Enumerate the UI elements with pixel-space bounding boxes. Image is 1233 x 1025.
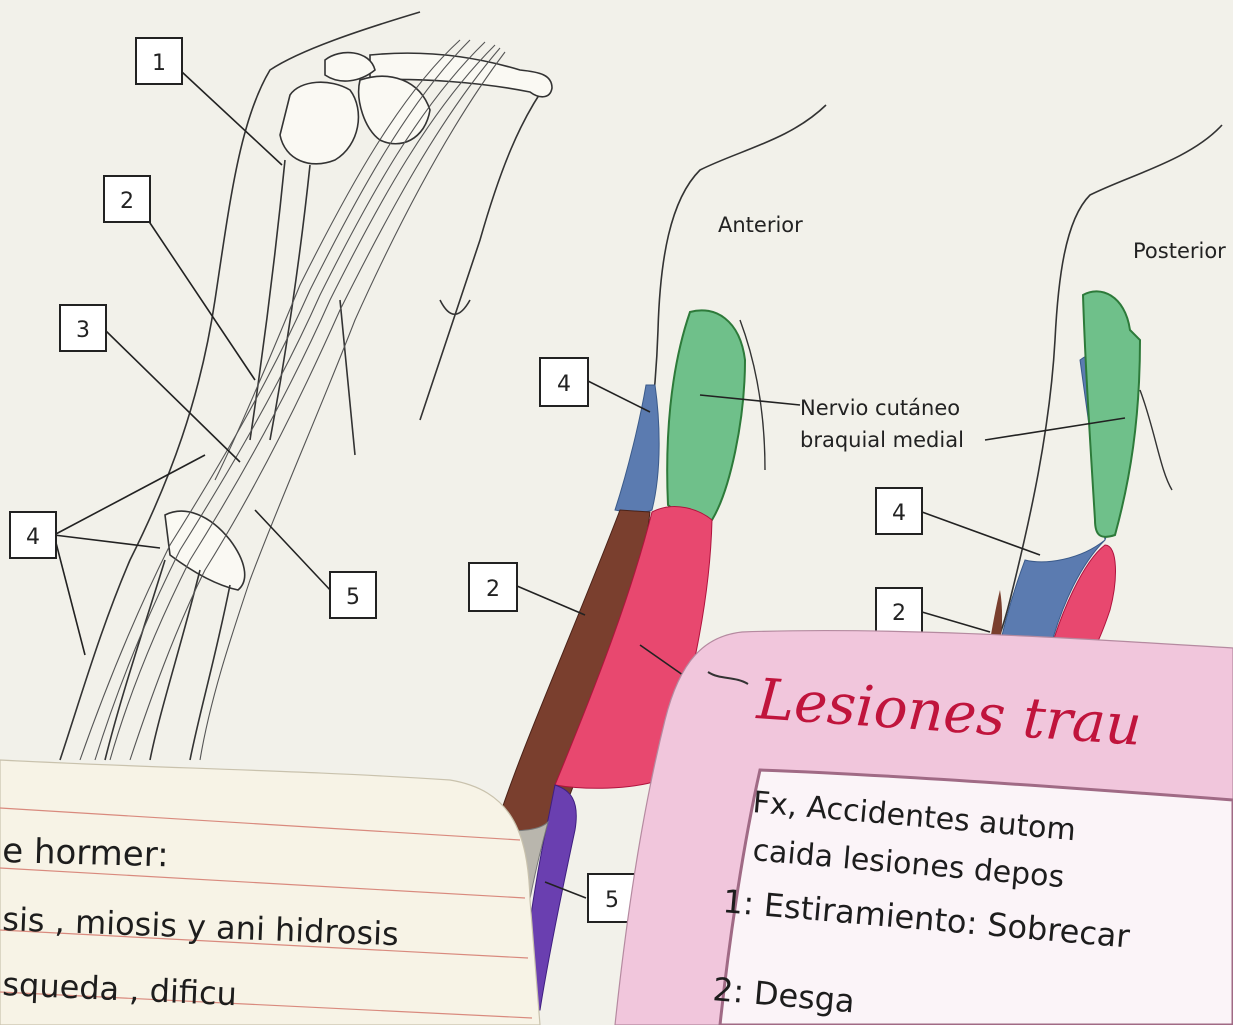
svg-text:3: 3	[76, 318, 90, 343]
label-box-2-posterior: 2	[876, 588, 922, 634]
label-box-4-posterior: 4	[876, 488, 922, 534]
note-line-1: e hormer:	[2, 831, 169, 875]
svg-text:5: 5	[605, 888, 619, 913]
svg-text:4: 4	[557, 372, 571, 397]
svg-text:2: 2	[486, 577, 500, 602]
posterior-label: Posterior	[1133, 239, 1226, 263]
label-box-4: 4	[10, 512, 56, 558]
label-box-2-anterior: 2	[469, 563, 517, 611]
svg-text:2: 2	[120, 189, 134, 214]
label-box-4-anterior: 4	[540, 358, 588, 406]
nerve-label-line2: braquial medial	[800, 428, 964, 452]
svg-text:4: 4	[892, 501, 906, 526]
label-box-5: 5	[330, 572, 376, 618]
label-box-3: 3	[60, 305, 106, 351]
label-box-1: 1	[136, 38, 182, 84]
svg-text:1: 1	[152, 51, 166, 76]
arm-nerve-illustration	[54, 12, 552, 760]
note-card-horner: e hormer: sis , miosis y ani hidrosis sq…	[0, 760, 540, 1025]
nerve-label-line1: Nervio cutáneo	[800, 396, 960, 420]
note-card-lesiones: Lesiones trau Fx, Accidentes autom caida…	[615, 631, 1233, 1025]
svg-text:2: 2	[892, 601, 906, 626]
svg-text:5: 5	[346, 585, 360, 610]
label-box-2: 2	[104, 176, 150, 222]
svg-text:4: 4	[26, 525, 40, 550]
anterior-label: Anterior	[718, 213, 803, 237]
